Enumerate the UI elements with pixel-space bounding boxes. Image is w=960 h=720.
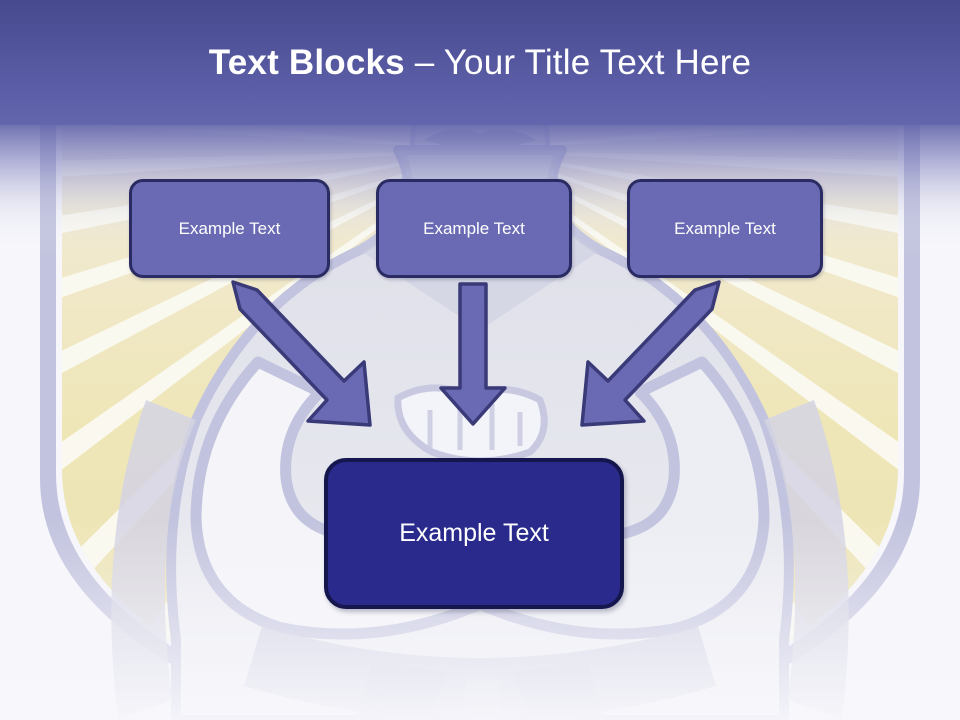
arrow-down-right-icon — [231, 280, 372, 427]
page-title-regular: – Your Title Text Here — [404, 42, 752, 82]
flow-box-top-1[interactable]: Example Text — [129, 179, 330, 278]
arrow-down-left-icon — [580, 280, 721, 427]
arrow-down-icon — [439, 282, 507, 426]
strongman-figure — [111, 47, 849, 720]
page-title-bold: Text Blocks — [208, 42, 405, 82]
flow-box-top-2[interactable]: Example Text — [376, 179, 572, 278]
page-title: Text Blocks – Your Title Text Here — [0, 0, 960, 125]
flow-box-top-2-label: Example Text — [423, 218, 525, 238]
figure-belt — [244, 626, 716, 720]
sunburst-rays — [62, 120, 898, 720]
flow-box-bottom[interactable]: Example Text — [324, 458, 624, 609]
flow-box-bottom-label: Example Text — [399, 519, 549, 547]
flow-box-top-1-label: Example Text — [178, 218, 281, 238]
flow-box-top-3-label: Example Text — [674, 218, 776, 238]
flow-box-top-3[interactable]: Example Text — [627, 179, 823, 278]
figure-fists — [394, 384, 548, 465]
